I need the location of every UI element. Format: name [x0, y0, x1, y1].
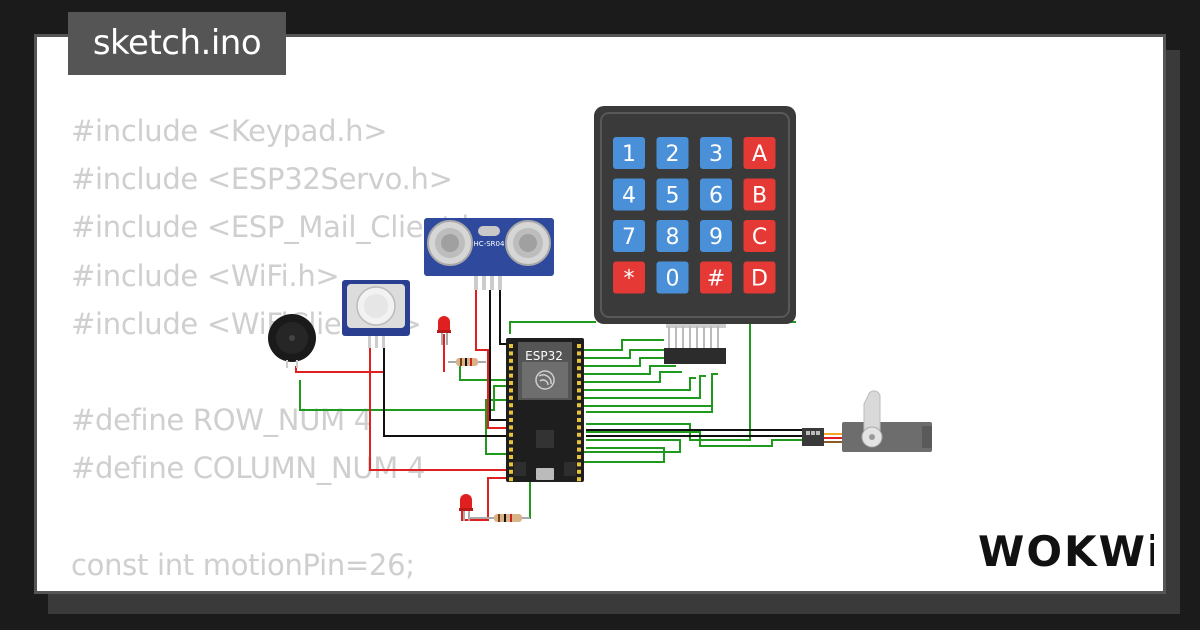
keypad-key-label: 9	[709, 225, 723, 250]
keypad-key-0[interactable]: 0	[656, 261, 689, 294]
keypad-key-hash[interactable]: #	[700, 261, 732, 294]
servo-motor[interactable]	[802, 390, 932, 452]
code-line: #define COLUMN_NUM 4	[71, 451, 426, 486]
file-tab[interactable]: sketch.ino	[68, 12, 286, 75]
esp32-devkit[interactable]: ESP32	[506, 338, 584, 482]
servo-cable	[824, 433, 842, 443]
keypad-key-label: 3	[709, 142, 723, 167]
keypad-key-B[interactable]: B	[743, 178, 776, 211]
esp32-chip	[536, 430, 554, 448]
keypad-bezel	[600, 112, 790, 318]
code-preview: #include <Keypad.h> #include <ESP32Servo.…	[71, 107, 504, 591]
servo-body	[842, 422, 932, 452]
keypad-key-label: 5	[666, 184, 680, 209]
en-button[interactable]	[564, 462, 576, 476]
code-line: const int motionPin=26;	[71, 547, 415, 582]
keypad-key-label: 1	[622, 142, 636, 167]
keypad-key-4[interactable]: 4	[613, 178, 645, 211]
ultrasonic-label: HC-SR04	[474, 240, 505, 248]
keypad-key-7[interactable]: 7	[613, 220, 645, 252]
ultrasonic-transducer-right	[505, 220, 551, 266]
keypad-key-star[interactable]: *	[613, 261, 645, 294]
led-bottom[interactable]	[459, 494, 473, 521]
keypad-key-2[interactable]: 2	[656, 137, 689, 169]
keypad-key-label: 0	[666, 267, 680, 292]
keypad-4x4[interactable]: 1 2 3 A 4 5 6 B 7 8 9 C * 0 # D	[594, 106, 796, 364]
keypad-key-label: *	[624, 267, 635, 292]
keypad-key-1[interactable]: 1	[613, 137, 645, 169]
keypad-key-label: 8	[666, 225, 680, 250]
keypad-key-6[interactable]: 6	[700, 178, 732, 211]
buzzer[interactable]	[268, 314, 316, 368]
espressif-logo-icon	[535, 370, 555, 390]
keypad-keys[interactable]: 1 2 3 A 4 5 6 B 7 8 9 C * 0 # D	[613, 137, 776, 294]
code-line: #include <Keypad.h>	[71, 114, 388, 148]
led-top[interactable]	[437, 316, 451, 345]
code-line: #define ROW_NUM 4	[71, 403, 372, 438]
esp32-label: ESP32	[525, 349, 563, 363]
servo-connector	[802, 428, 824, 446]
keypad-key-9[interactable]: 9	[700, 220, 732, 252]
pir-motion-sensor[interactable]	[342, 280, 410, 348]
keypad-key-C[interactable]: C	[743, 220, 776, 252]
keypad-key-5[interactable]: 5	[656, 178, 689, 211]
ultrasonic-transducer-left	[427, 220, 473, 266]
buzzer-pins	[286, 360, 298, 368]
servo-horn	[863, 390, 881, 433]
usb-port	[536, 468, 554, 480]
wokwi-logo-text: WOKWi	[978, 527, 1154, 576]
hc-sr04-sensor[interactable]: HC-SR04	[424, 218, 554, 290]
resistor-bottom	[470, 514, 530, 522]
wokwi-logo: WOKWi	[978, 527, 1154, 576]
keypad-key-label: B	[752, 184, 767, 209]
keypad-key-label: 4	[622, 184, 636, 209]
keypad-key-label: 6	[709, 184, 723, 209]
pir-pins	[368, 336, 385, 348]
keypad-key-3[interactable]: 3	[700, 137, 732, 169]
keypad-key-D[interactable]: D	[743, 261, 776, 294]
ultrasonic-pins	[474, 276, 502, 290]
code-line: #include <WiFi.h>	[71, 258, 340, 293]
keypad-key-label: D	[751, 267, 768, 292]
keypad-key-A[interactable]: A	[743, 137, 776, 169]
keypad-key-label: #	[707, 267, 725, 292]
keypad-key-label: 7	[622, 225, 636, 250]
keypad-connector-pins	[668, 326, 719, 348]
boot-button[interactable]	[514, 462, 526, 476]
keypad-key-label: 2	[666, 142, 680, 167]
code-line: #include <ESP32Servo.h>	[71, 162, 453, 197]
keypad-key-label: A	[752, 142, 767, 167]
keypad-key-8[interactable]: 8	[656, 220, 689, 252]
ultrasonic-crystal	[478, 226, 500, 236]
keypad-key-label: C	[752, 225, 767, 250]
resistor-top	[448, 358, 486, 366]
ground-wires	[383, 290, 804, 437]
esp32-pin-headers	[509, 344, 581, 482]
keypad-header	[664, 348, 726, 364]
